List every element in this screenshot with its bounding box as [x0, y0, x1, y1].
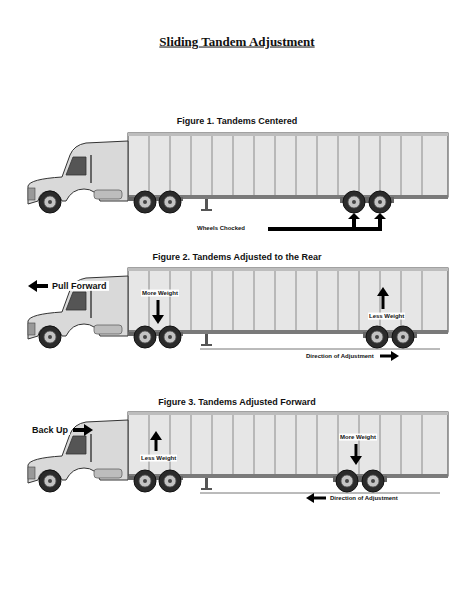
callout-label: Wheels Chocked — [196, 225, 246, 232]
action-label: Back Up — [30, 425, 70, 435]
arrowhead — [152, 315, 164, 324]
weight-label: Less Weight — [368, 313, 405, 320]
weight-label: More Weight — [141, 290, 179, 297]
truck-figure-2 — [28, 268, 448, 348]
chock-bracket — [268, 218, 382, 229]
tandem-wheel — [369, 191, 391, 213]
direction-label: Direction of Adjustment — [329, 495, 399, 502]
tandem-wheel — [343, 191, 365, 213]
tandem-wheel — [336, 470, 358, 492]
ground-line — [200, 493, 440, 494]
figure-title: Figure 1. Tandems Centered — [177, 116, 297, 126]
ground-line — [200, 349, 440, 350]
arrowhead — [374, 213, 386, 219]
tandem-wheel — [362, 470, 384, 492]
tandem-wheel — [366, 326, 388, 348]
arrowhead — [391, 351, 399, 361]
arrow-shaft — [382, 295, 385, 309]
tractor — [28, 276, 183, 348]
arrowhead — [150, 431, 162, 440]
direction-label: Direction of Adjustment — [305, 353, 375, 360]
arrowhead — [84, 424, 93, 436]
arrow-shaft — [157, 300, 160, 316]
tractor — [28, 141, 183, 213]
truck-figure-3 — [28, 412, 448, 492]
weight-label: Less Weight — [140, 455, 177, 462]
arrowhead — [377, 287, 389, 296]
arrow-shaft — [355, 444, 358, 457]
tandem-wheel — [392, 326, 414, 348]
arrowhead — [28, 280, 37, 292]
arrow-shaft — [155, 439, 158, 451]
figure-title: Figure 2. Tandems Adjusted to the Rear — [152, 252, 321, 262]
arrowhead — [350, 456, 362, 465]
arrowhead — [348, 213, 360, 219]
tractor — [28, 420, 183, 492]
arrow-shaft — [380, 355, 392, 358]
weight-label: More Weight — [339, 434, 377, 441]
page-title: Sliding Tandem Adjustment — [159, 35, 314, 50]
arrow-shaft — [313, 497, 326, 500]
truck-figure-1 — [28, 133, 448, 213]
action-label: Pull Forward — [50, 281, 109, 291]
figure-title: Figure 3. Tandems Adjusted Forward — [158, 397, 316, 407]
arrowhead — [306, 493, 314, 503]
